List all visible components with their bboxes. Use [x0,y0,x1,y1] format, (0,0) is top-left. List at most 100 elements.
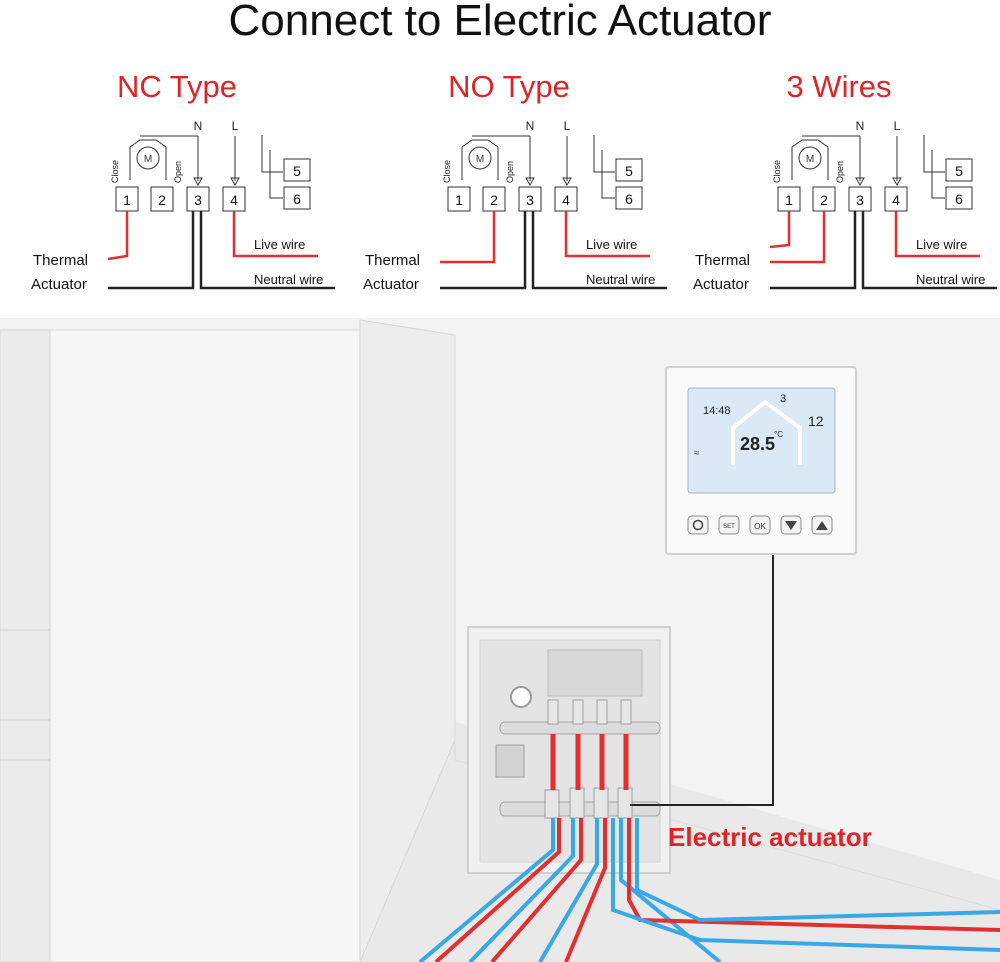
manifold-cabinet [467,626,671,874]
terminal-label: 1 [123,192,131,208]
live-wire [894,211,980,258]
open-label: Open [505,161,515,183]
neutral-wire-label: Neutral wire [916,272,985,287]
live-wire-label: Live wire [586,237,637,252]
motor-icon [798,146,822,170]
floor-heating-pipes [418,818,1000,962]
wifi-icon: ≈ [694,448,700,459]
actuator-neutral-wire [108,211,195,290]
neutral-arrow-head [855,177,865,187]
neutral-wire [199,211,335,290]
motor-switch [791,139,829,180]
motor-switch [461,139,499,180]
relay-terminal-5 [283,158,311,182]
terminal-label: 2 [490,192,498,208]
relay-label: 5 [293,163,301,179]
thermal-label: Thermal [365,252,420,269]
neutral-wire-label: Neutral wire [586,272,655,287]
close-label: Close [442,160,452,183]
relay-line [593,135,615,173]
relay-line [601,150,615,199]
close-label: Close [772,160,782,183]
neutral-arrow-head [525,177,535,187]
terminal-3 [186,186,210,212]
terminal-label: 2 [820,192,828,208]
open-label: Open [835,161,845,183]
power-icon [692,519,704,531]
ok-button-label: OK [754,522,766,531]
line-label: L [232,119,239,133]
terminal-1 [447,186,471,212]
terminal-label: 3 [526,192,534,208]
relay-terminal-5 [615,158,643,182]
page-title: Connect to Electric Actuator [228,0,772,45]
relay-terminal-5 [945,158,973,182]
neutral-wire [861,211,997,290]
power-button [687,515,709,535]
ok-button [749,515,771,535]
terminal-label: 1 [785,192,793,208]
neutral-label: N [194,119,203,133]
terminal-2 [150,186,174,212]
thermal-wire [770,211,826,264]
live-wire-label: Live wire [916,237,967,252]
open-label: Open [173,161,183,183]
diagram-heading: NC Type [117,69,237,104]
actuator-neutral-wire [770,211,857,290]
motor-icon [136,146,160,170]
thermostat-set-temp: 12 [808,413,824,429]
arrow-up-icon [816,521,828,530]
thermal-wire [107,211,129,261]
live-wire-label: Live wire [254,237,305,252]
thermal-label: Thermal [33,252,88,269]
close-label: Close [110,160,120,183]
control-cable [630,555,774,806]
relay-terminal-6 [615,186,643,210]
relay-line [931,150,945,199]
motor-icon [468,146,492,170]
thermal-label: Thermal [695,252,750,269]
terminal-3 [518,186,542,212]
line-label: L [564,119,571,133]
relay-label: 6 [955,191,963,207]
relay-terminal-6 [945,186,973,210]
actuator-label: Electric actuator [668,822,872,852]
terminal-label: 3 [856,192,864,208]
neutral-wire-label: Neutral wire [254,272,323,287]
relay-line [269,150,283,199]
neutral-label: N [526,119,535,133]
terminal-label: 4 [230,192,238,208]
diagram-heading: 3 Wires [786,69,891,104]
thermostat-room-temp: 28.5 [740,434,775,454]
line-arrow-head [230,177,240,187]
thermal-wire [769,211,791,249]
thermal-wire [440,211,496,264]
motor-label: M [806,154,814,165]
neutral-arrow-head [193,177,203,187]
terminal-label: 1 [455,192,463,208]
motor-label: M [144,154,152,165]
actuator-text: Actuator [363,276,419,293]
actuator-text: Actuator [693,276,749,293]
set-button-label: SET [723,524,735,530]
actuator-text: Actuator [31,276,87,293]
relay-label: 6 [625,191,633,207]
arrow-down-icon [785,521,797,530]
line-label: L [894,119,901,133]
terminal-3 [848,186,872,212]
relay-label: 5 [955,163,963,179]
relay-label: 6 [293,191,301,207]
neutral-wire [531,211,667,290]
motor-switch [129,139,167,180]
line-arrow-head [892,177,902,187]
terminal-label: 3 [194,192,202,208]
motor-label: M [476,154,484,165]
terminal-label: 2 [158,192,166,208]
live-wire [232,211,318,258]
diagram-heading: NO Type [448,69,570,104]
